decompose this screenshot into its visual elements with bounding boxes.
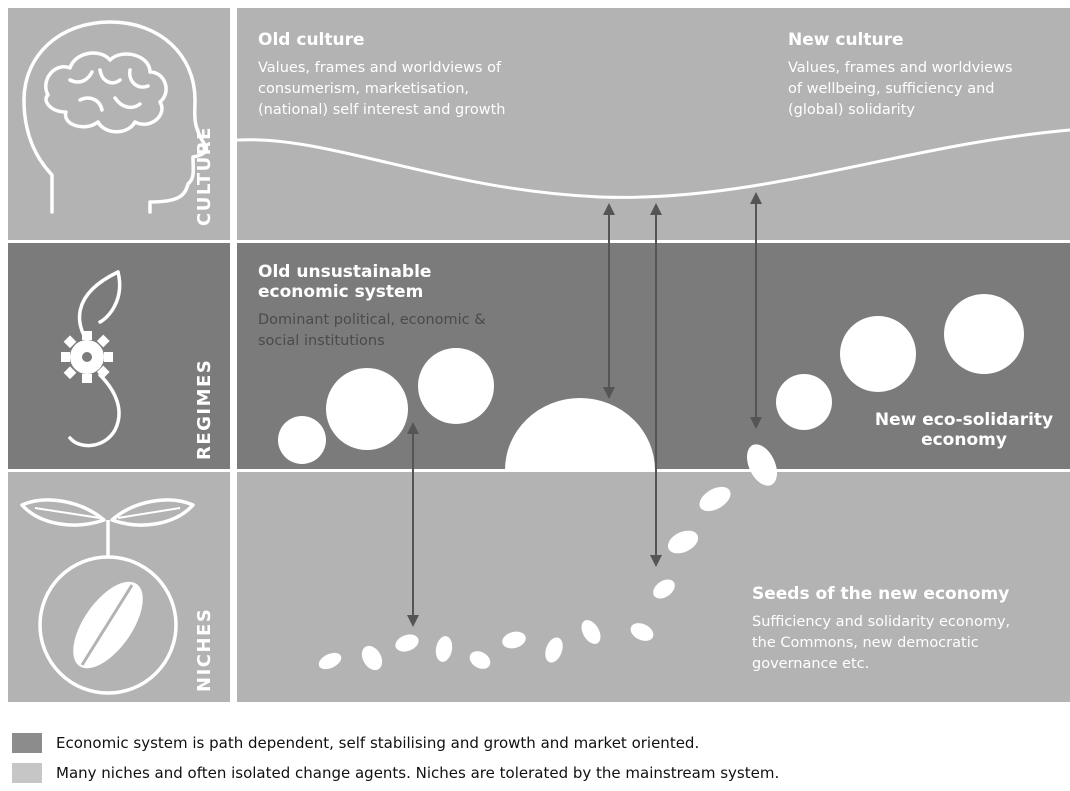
niches-line: Sufficiency and solidarity economy, [752, 614, 1011, 630]
new-economy-bubble [840, 316, 916, 392]
old-economy-title: Old unsustainable economic system [258, 262, 431, 302]
legend-swatch-light [12, 763, 42, 783]
band-separator [8, 240, 1070, 243]
band-separator [8, 469, 1070, 472]
regimes-band-label: REGIMES [194, 358, 215, 460]
new-economy-bubble [776, 374, 832, 430]
new-culture-line: of wellbeing, sufficiency and [788, 81, 995, 97]
new-economy-bubble [944, 294, 1024, 374]
old-economy-line: Dominant political, economic & [258, 312, 486, 328]
niches-line: the Commons, new democratic [752, 635, 979, 651]
old-culture-line: consumerism, marketisation, [258, 81, 470, 97]
new-economy-title-line: New eco-solidarity [874, 410, 1054, 430]
niches-band [8, 471, 1070, 702]
old-economy-title-line: economic system [258, 282, 424, 302]
culture-wave-line [236, 128, 1070, 199]
regime-bubble [326, 368, 408, 450]
old-economy-title-line: Old unsustainable [258, 262, 432, 282]
column-divider [230, 8, 237, 702]
niches-band-label: NICHES [194, 607, 215, 692]
niches-text: Sufficiency and solidarity economy, the … [752, 612, 1010, 675]
regime-bubble [278, 416, 326, 464]
legend-item: Many niches and often isolated change ag… [12, 763, 779, 783]
new-culture-line: (global) solidarity [788, 102, 915, 118]
transition-diagram [8, 8, 1070, 702]
regime-bubble [418, 348, 494, 424]
old-economy-line: social institutions [258, 333, 385, 349]
old-culture-line: (national) self interest and growth [258, 102, 506, 118]
legend-swatch-dark [12, 733, 42, 753]
seedling-icon [20, 498, 195, 695]
culture-band-label: CULTURE [194, 126, 215, 226]
niches-title: Seeds of the new economy [752, 584, 1010, 604]
old-economy-text: Dominant political, economic & social in… [258, 310, 486, 352]
regime-half-dome [505, 398, 655, 470]
head-brain-icon [22, 20, 208, 214]
old-culture-title: Old culture [258, 30, 365, 50]
legend-item: Economic system is path dependent, self … [12, 733, 699, 753]
legend-text: Many niches and often isolated change ag… [56, 764, 780, 782]
new-culture-title: New culture [788, 30, 904, 50]
culture-band [8, 8, 1070, 240]
legend-text: Economic system is path dependent, self … [56, 734, 700, 752]
niches-line: governance etc. [752, 656, 870, 672]
old-culture-line: Values, frames and worldviews of [258, 60, 502, 76]
new-economy-title: New eco-solidarity economy [858, 410, 1070, 450]
new-economy-title-line: economy [921, 430, 1007, 450]
old-culture-text: Values, frames and worldviews of consume… [258, 58, 505, 121]
niche-seeds [318, 444, 778, 671]
new-culture-text: Values, frames and worldviews of wellbei… [788, 58, 1013, 121]
new-culture-line: Values, frames and worldviews [788, 60, 1013, 76]
double-arrows [407, 192, 762, 627]
